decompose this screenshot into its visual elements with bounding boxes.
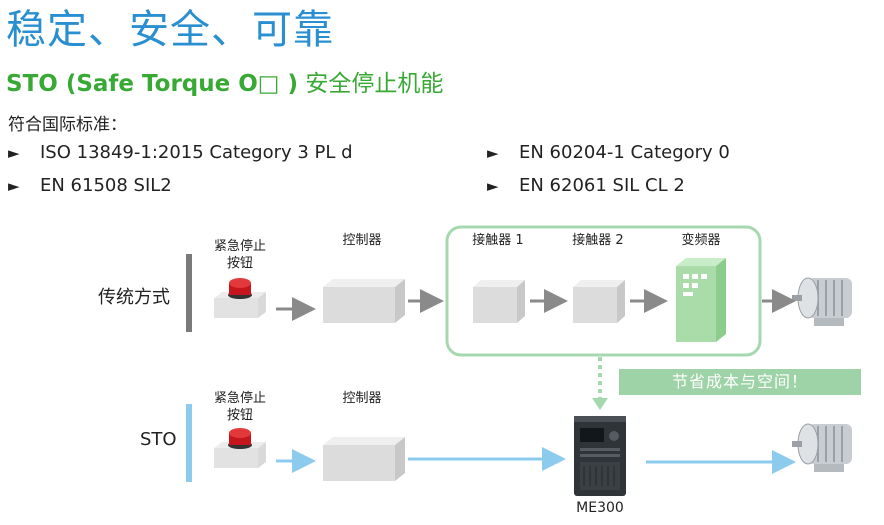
me300-drive-icon [574, 416, 626, 496]
motor-icon [792, 277, 852, 326]
controller-label: 控制器 [342, 233, 382, 248]
standard-item: ►EN 61508 SIL2 [8, 173, 172, 199]
contactor1-label: 接触器 1 [472, 233, 524, 248]
estop-button-icon [214, 278, 266, 318]
page-title: 稳定、安全、可靠 [6, 7, 334, 53]
traditional-row-label: 传统方式 [98, 287, 170, 308]
estop-label: 紧急停止 按钮 [213, 239, 266, 271]
controller-box-icon [323, 437, 405, 481]
bullet-icon: ► [8, 144, 20, 162]
savings-banner: 节省成本与空间！ [619, 369, 861, 395]
inverter-icon [676, 258, 726, 342]
estop-button-icon [214, 428, 266, 468]
contactor-group-box [445, 225, 762, 357]
inverter-label: 变频器 [681, 233, 721, 248]
traditional-row-bar [186, 254, 192, 332]
sto-row-bar [186, 404, 192, 482]
bullet-icon: ► [487, 177, 499, 195]
contactor1-box-icon [473, 280, 525, 323]
controller-label: 控制器 [342, 391, 382, 406]
subtitle-bold: STO (Safe Torque O□ ) [6, 71, 299, 97]
motor-icon [792, 423, 852, 472]
sto-row-label: STO [140, 429, 177, 450]
controller-box-icon [323, 279, 405, 323]
dashed-down-arrow-icon [592, 357, 608, 410]
bullet-icon: ► [487, 144, 499, 162]
contactor2-box-icon [573, 280, 625, 323]
standards-heading: 符合国际标准： [8, 115, 127, 135]
standard-item: ►ISO 13849-1:2015 Category 3 PL d [8, 140, 353, 166]
me300-label: ME300 [576, 500, 624, 516]
contactor2-label: 接触器 2 [572, 233, 624, 248]
estop-label: 紧急停止 按钮 [213, 391, 266, 423]
subtitle-rest: 安全停止机能 [298, 71, 444, 97]
bullet-icon: ► [8, 177, 20, 195]
standard-item: ►EN 62061 SIL CL 2 [487, 173, 685, 199]
page-subtitle: STO (Safe Torque O□ ) 安全停止机能 [6, 66, 443, 102]
standard-item: ►EN 60204-1 Category 0 [487, 140, 730, 166]
